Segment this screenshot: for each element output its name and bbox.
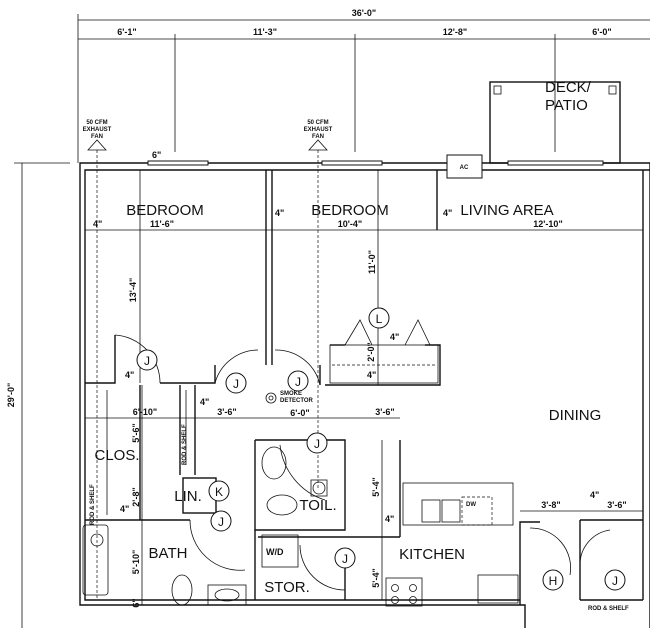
toilet-icon <box>171 574 193 606</box>
svg-text:4": 4" <box>125 370 134 380</box>
fixture-tags: J J J J K J J L H J <box>136 307 626 591</box>
svg-text:L: L <box>376 312 383 326</box>
dim-label: 6'-1" <box>117 27 136 37</box>
deck-patio: DECK/ PATIO <box>489 79 621 164</box>
sink-icon <box>421 499 441 523</box>
room-label-bath: BATH <box>149 545 188 562</box>
svg-text:5'-4": 5'-4" <box>371 477 381 496</box>
exhaust-fan: 50 CFM EXHAUST FAN <box>83 120 112 600</box>
svg-text:13'-4": 13'-4" <box>128 278 138 302</box>
svg-text:6'-0": 6'-0" <box>290 408 309 418</box>
svg-text:3'-8": 3'-8" <box>541 500 560 510</box>
svg-text:6": 6" <box>152 150 161 160</box>
room-label-storage: STOR. <box>264 579 310 596</box>
refrigerator-icon <box>477 574 519 604</box>
svg-text:4": 4" <box>275 208 284 218</box>
svg-text:50 CFM: 50 CFM <box>307 120 328 126</box>
svg-text:50 CFM: 50 CFM <box>86 120 107 126</box>
svg-text:11'-6": 11'-6" <box>150 219 174 229</box>
svg-text:4": 4" <box>367 370 376 380</box>
rod-shelf-label: ROD & SHELF <box>182 424 188 465</box>
svg-text:J: J <box>295 375 301 389</box>
svg-text:FAN: FAN <box>312 134 324 140</box>
svg-text:4": 4" <box>390 332 399 342</box>
svg-text:J: J <box>314 437 320 451</box>
svg-text:3'-6": 3'-6" <box>375 407 394 417</box>
svg-text:2'-8": 2'-8" <box>131 487 141 506</box>
svg-text:4": 4" <box>385 514 394 524</box>
washer-dryer-icon <box>261 534 299 568</box>
room-label-closet: CLOS. <box>94 447 139 464</box>
svg-text:J: J <box>233 377 239 391</box>
svg-text:3'-6": 3'-6" <box>217 407 236 417</box>
room-labels: BEDROOM BEDROOM LIVING AREA DINING CLOS.… <box>94 202 601 596</box>
svg-text:2'-0": 2'-0" <box>366 342 376 361</box>
svg-text:K: K <box>215 485 223 499</box>
overall-width-dim: 36'-0" <box>352 8 376 18</box>
dim-label: 12'-8" <box>443 27 467 37</box>
svg-text:5'-10": 5'-10" <box>131 550 141 574</box>
exterior-walls <box>79 160 650 628</box>
dim-label: 11'-3" <box>253 27 277 37</box>
room-label-bedroom: BEDROOM <box>311 202 389 219</box>
bathtub-icon <box>82 524 109 596</box>
interior-dimensions: 4" 11'-6" 4" 10'-4" 4" 12'-10" 13'-4" 11… <box>85 150 643 608</box>
room-label-living-area: LIVING AREA <box>460 202 553 219</box>
dim-label: 6'-0" <box>592 27 611 37</box>
svg-text:AC: AC <box>460 165 469 171</box>
appliances: W/D <box>82 446 519 607</box>
left-dimension: 29'-0" <box>6 162 70 628</box>
svg-text:J: J <box>144 354 150 368</box>
svg-text:3'-6": 3'-6" <box>607 500 626 510</box>
svg-text:4": 4" <box>200 397 209 407</box>
room-label-dining: DINING <box>549 407 602 424</box>
svg-text:H: H <box>549 574 558 588</box>
svg-text:FAN: FAN <box>91 134 103 140</box>
svg-text:6'-10": 6'-10" <box>133 407 157 417</box>
svg-text:4": 4" <box>443 208 452 218</box>
toilet-bowl-icon <box>266 494 298 516</box>
svg-text:J: J <box>612 574 618 588</box>
svg-text:J: J <box>342 552 348 566</box>
rod-shelf-label: ROD & SHELF <box>90 484 96 525</box>
svg-text:DETECTOR: DETECTOR <box>280 398 314 404</box>
svg-text:J: J <box>218 515 224 529</box>
room-label-wd: W/D <box>266 547 284 557</box>
stove-icon <box>385 577 423 607</box>
svg-text:EXHAUST: EXHAUST <box>83 127 112 133</box>
svg-text:5'-4": 5'-4" <box>371 568 381 587</box>
svg-text:4": 4" <box>120 504 129 514</box>
svg-text:4": 4" <box>93 219 102 229</box>
bath-sink-icon <box>207 584 247 606</box>
svg-text:EXHAUST: EXHAUST <box>304 127 333 133</box>
room-label-deck: DECK/ <box>545 79 592 96</box>
doors <box>114 334 611 591</box>
kitchen-island: DW <box>402 482 514 526</box>
svg-text:6": 6" <box>131 598 141 607</box>
room-label-linen: LIN. <box>174 488 202 505</box>
svg-text:4": 4" <box>590 490 599 500</box>
toilet-sink-icon <box>261 446 287 480</box>
svg-text:10'-4": 10'-4" <box>338 219 362 229</box>
svg-text:11'-0": 11'-0" <box>367 250 377 274</box>
fireplace <box>329 319 439 384</box>
overall-depth-dim: 29'-0" <box>6 383 16 407</box>
ac-unit: AC <box>446 154 483 179</box>
rod-shelf-label: ROD & SHELF <box>588 606 629 612</box>
room-label-kitchen: KITCHEN <box>399 546 465 563</box>
top-dimensions: 36'-0" 6'-1" 11'-3" 12'-8" 6'-0" <box>77 8 650 163</box>
smoke-detector: SMOKE DETECTOR <box>265 391 314 404</box>
dishwasher-label: DW <box>466 502 476 508</box>
svg-text:12'-10": 12'-10" <box>533 219 562 229</box>
interior-walls <box>85 170 643 605</box>
svg-text:SMOKE: SMOKE <box>280 391 302 397</box>
exhaust-fan: 50 CFM EXHAUST FAN <box>304 120 333 490</box>
room-label-bedroom: BEDROOM <box>126 202 204 219</box>
room-label-toilet: TOIL. <box>299 497 336 514</box>
room-label-patio: PATIO <box>545 97 588 114</box>
svg-text:5'-6": 5'-6" <box>131 423 141 442</box>
